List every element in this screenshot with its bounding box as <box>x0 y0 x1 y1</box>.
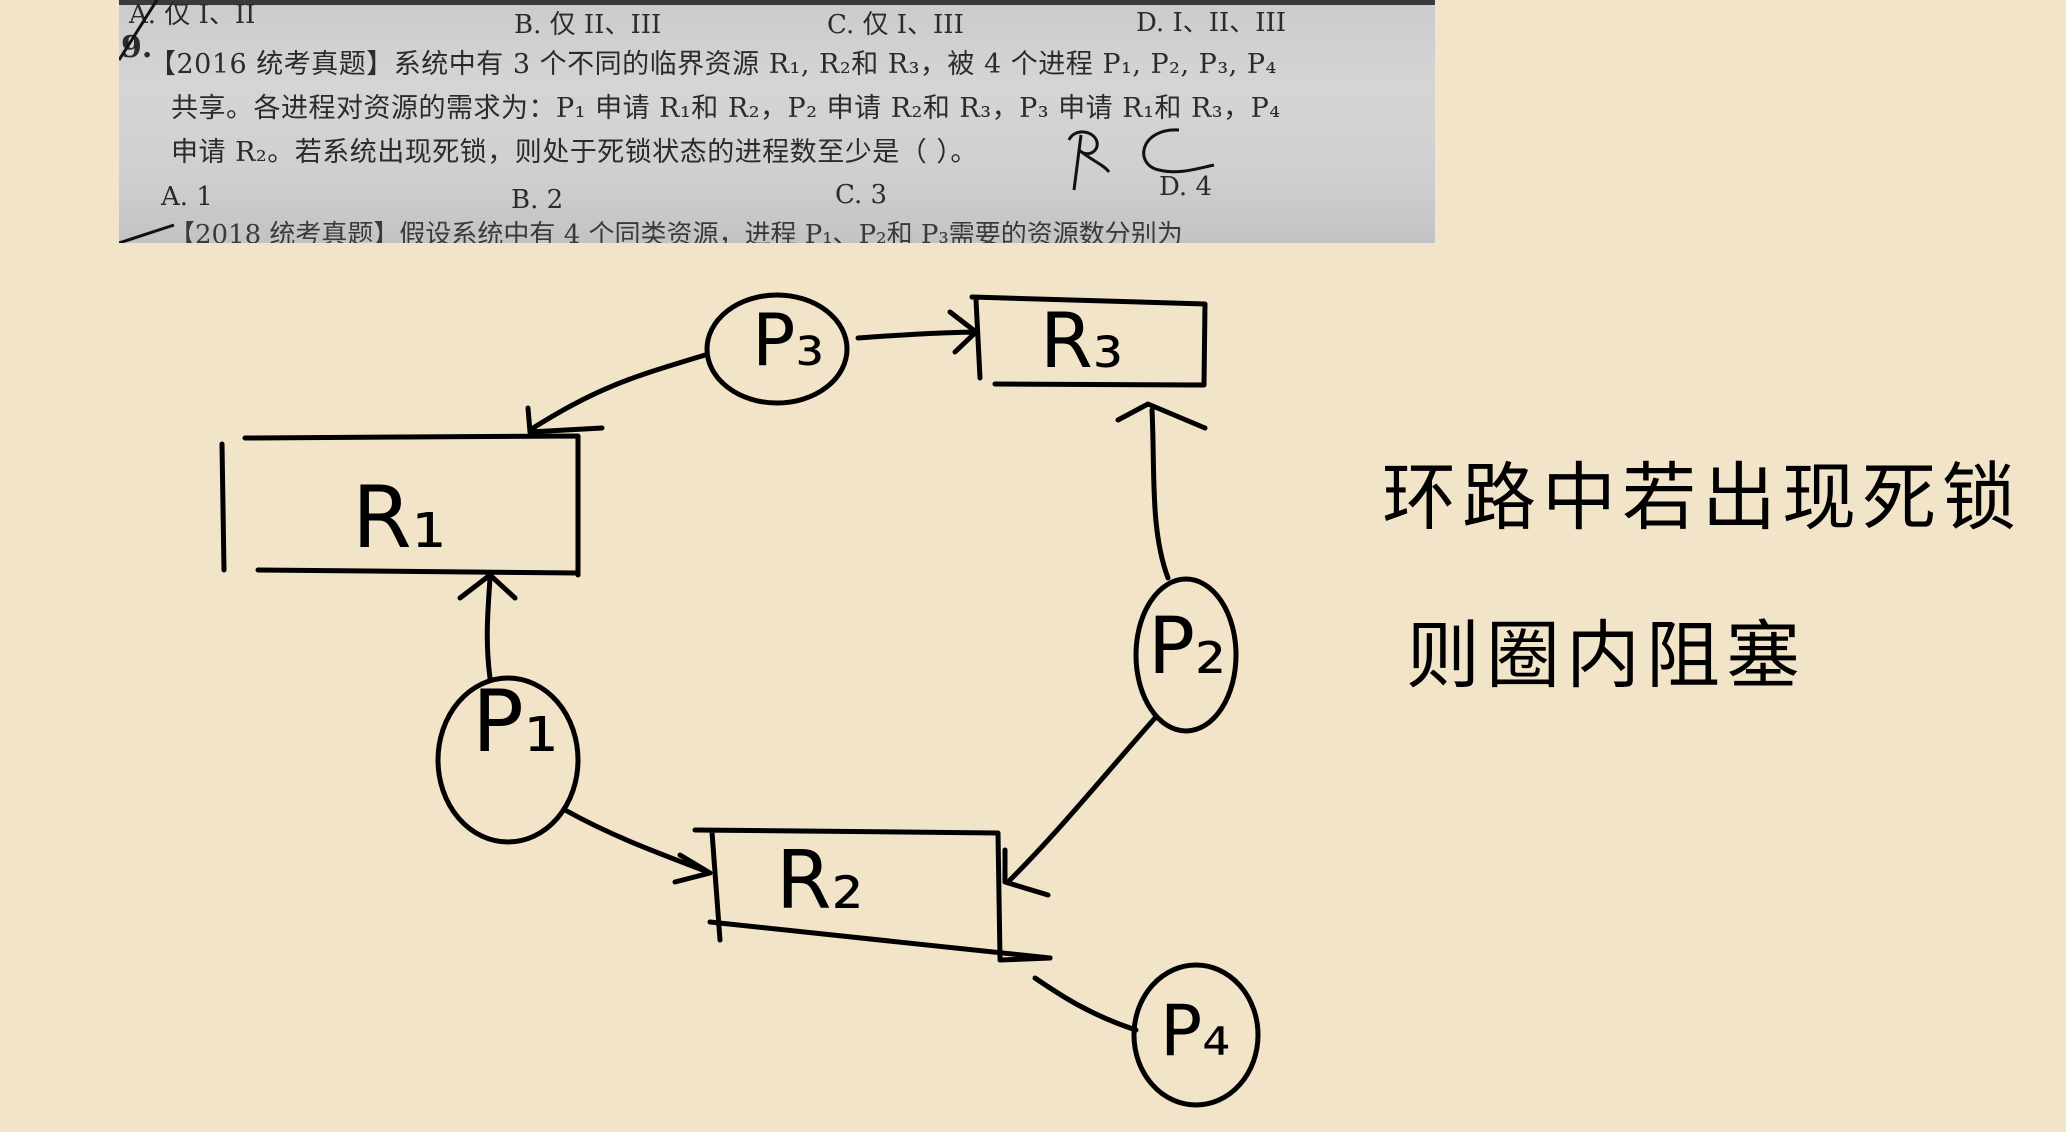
option-b: B. 2 <box>511 185 564 215</box>
edge-p2-r2 <box>1002 715 1158 898</box>
number-slash <box>119 0 159 61</box>
note-line-2: 则圈内阻塞 <box>1406 613 1806 699</box>
r1-label: R₁ <box>352 468 447 568</box>
p3-label: P₃ <box>752 298 825 382</box>
top-option-d: D. I、II、III <box>1136 8 1287 38</box>
next-question-cut: 【2018 统考真题】假设系统中有 4 个同类资源，进程 P₁、P₂和 P₃需要… <box>169 220 1183 243</box>
p4-node <box>1131 962 1261 1108</box>
photo-pen-marks <box>119 0 1215 243</box>
r1-box <box>219 433 581 578</box>
p4-label: P₄ <box>1160 990 1231 1072</box>
p1-node <box>435 675 581 845</box>
r3-label: R₃ <box>1040 296 1124 385</box>
p1-label: P₁ <box>472 672 559 772</box>
option-a: A. 1 <box>161 182 213 212</box>
r2-box <box>692 827 1053 961</box>
top-option-b: B. 仅 II、III <box>514 10 662 40</box>
answer-scribble <box>1067 130 1111 191</box>
option-c: C. 3 <box>835 180 888 210</box>
edge-p3-r1 <box>525 352 708 435</box>
next-slash <box>119 223 175 243</box>
question-line-2: 共享。各进程对资源的需求为：P₁ 申请 R₁和 R₂，P₂ 申请 R₂和 R₃，… <box>171 93 1281 124</box>
edge-p2-r3 <box>1115 401 1208 581</box>
top-option-c: C. 仅 I、III <box>827 10 964 40</box>
question-line-3: 申请 R₂。若系统出现死锁，则处于死锁状态的进程数至少是（ ）。 <box>171 137 978 168</box>
question-line-1: 【2016 统考真题】系统中有 3 个不同的临界资源 R₁, R₂和 R₃，被 … <box>149 49 1277 80</box>
p2-node <box>1133 576 1239 734</box>
answer-c-mark <box>1142 128 1215 174</box>
edge-p3-r3 <box>855 309 979 355</box>
top-option-a: A. 仅 I、II <box>129 0 256 30</box>
edge-p1-r2 <box>562 807 713 885</box>
question-photo: A. 仅 I、II B. 仅 II、III C. 仅 I、III D. I、II… <box>119 0 1435 243</box>
photo-top-edge <box>119 0 1435 5</box>
note-line-1: 环路中若出现死锁 <box>1382 455 2022 541</box>
option-d: D. 4 <box>1159 172 1212 202</box>
p2-label: P₂ <box>1148 602 1227 692</box>
r3-box <box>969 294 1208 388</box>
edge-p1-r1 <box>457 572 518 681</box>
r2-label: R₂ <box>776 834 864 927</box>
p3-node <box>704 292 850 406</box>
edge-p4-r2 <box>997 955 1139 1033</box>
